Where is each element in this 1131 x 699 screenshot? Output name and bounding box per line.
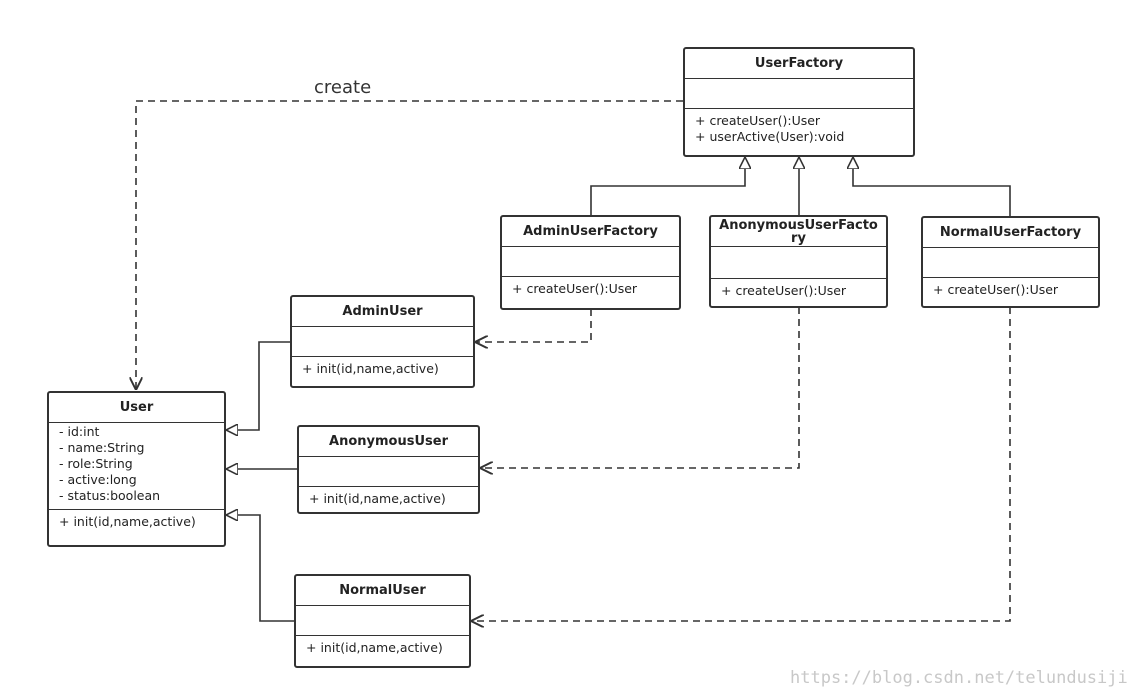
attributes-section <box>299 457 478 487</box>
class-name: AdminUserFactory <box>502 217 679 247</box>
class-admin-user[interactable]: AdminUser + init(id,name,active) <box>290 295 475 388</box>
class-name: NormalUserFactory <box>923 218 1098 248</box>
dep-normal <box>471 307 1011 621</box>
methods-section: + init(id,name,active) <box>296 636 469 660</box>
attributes-section <box>296 606 469 636</box>
method: + createUser():User <box>721 283 847 298</box>
class-anonymous-user-factory[interactable]: AnonymousUserFacto ry + createUser():Use… <box>709 215 888 308</box>
class-user-factory[interactable]: UserFactory + createUser():User + userAc… <box>683 47 915 157</box>
class-admin-user-factory[interactable]: AdminUserFactory + createUser():User <box>500 215 681 310</box>
watermark: https://blog.csdn.net/telundusiji <box>790 668 1128 688</box>
method: + userActive(User):void <box>695 129 845 144</box>
class-name: AdminUser <box>292 297 473 327</box>
method: + createUser():User <box>512 281 638 296</box>
attributes-section <box>923 248 1098 278</box>
method: + init(id,name,active) <box>59 514 196 529</box>
attributes-section <box>502 247 679 277</box>
class-normal-user-factory[interactable]: NormalUserFactory + createUser():User <box>921 216 1100 308</box>
class-anonymous-user[interactable]: AnonymousUser + init(id,name,active) <box>297 425 480 514</box>
method: + createUser():User <box>695 113 821 128</box>
attributes-section <box>292 327 473 357</box>
inherit-normal-user <box>226 515 294 622</box>
class-name: NormalUser <box>296 576 469 606</box>
method: + init(id,name,active) <box>302 361 439 376</box>
attribute: - status:boolean <box>59 488 161 503</box>
methods-section: + createUser():User + userActive(User):v… <box>685 109 913 149</box>
method: + createUser():User <box>933 282 1059 297</box>
class-user[interactable]: User - id:int - name:String - role:Strin… <box>47 391 226 547</box>
attributes-section <box>711 247 886 279</box>
class-name: AnonymousUserFacto ry <box>711 217 886 247</box>
dep-anonymous <box>480 307 800 468</box>
create-label: create <box>314 77 372 98</box>
inherit-admin-user <box>226 341 290 430</box>
attributes-section: - id:int - name:String - role:String - a… <box>49 423 224 510</box>
inherit-admin-factory <box>590 157 745 215</box>
method: + init(id,name,active) <box>309 491 446 506</box>
attributes-section <box>685 79 913 109</box>
class-name: AnonymousUser <box>299 427 478 457</box>
inherit-normal-factory <box>853 157 1011 216</box>
class-name: User <box>49 393 224 423</box>
create-dependency <box>136 100 683 390</box>
class-normal-user[interactable]: NormalUser + init(id,name,active) <box>294 574 471 668</box>
methods-section: + init(id,name,active) <box>299 487 478 511</box>
dep-admin <box>475 309 592 342</box>
methods-section: + createUser():User <box>502 277 679 301</box>
methods-section: + createUser():User <box>923 278 1098 302</box>
attribute: - id:int <box>59 424 100 439</box>
class-name: UserFactory <box>685 49 913 79</box>
attribute: - role:String <box>59 456 133 471</box>
attribute: - active:long <box>59 472 137 487</box>
methods-section: + init(id,name,active) <box>292 357 473 381</box>
attribute: - name:String <box>59 440 145 455</box>
method: + init(id,name,active) <box>306 640 443 655</box>
methods-section: + init(id,name,active) <box>49 510 224 534</box>
methods-section: + createUser():User <box>711 279 886 303</box>
